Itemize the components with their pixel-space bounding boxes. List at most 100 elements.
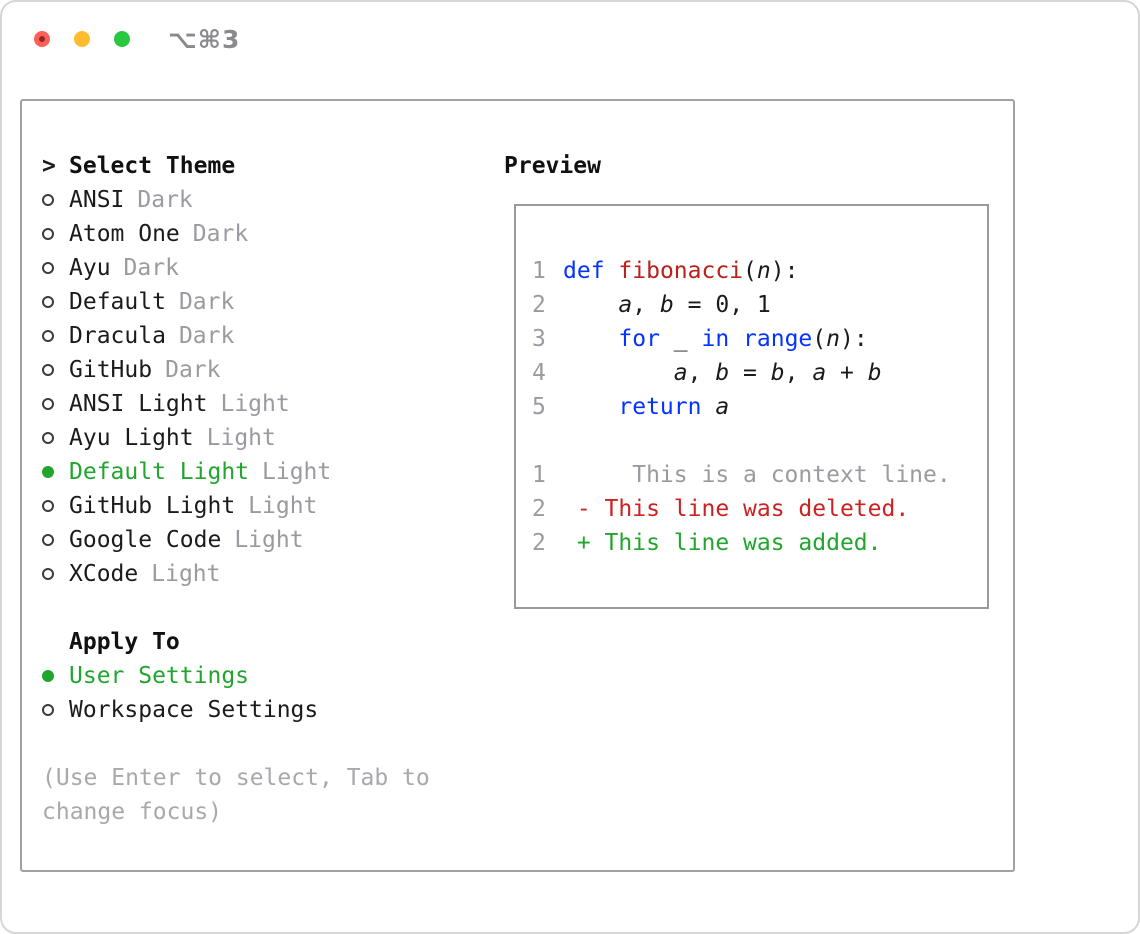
theme-variant: Light bbox=[234, 527, 304, 553]
line-number: 1 bbox=[532, 462, 546, 488]
radio-unselected-icon bbox=[42, 296, 54, 308]
theme-variant: Light bbox=[151, 561, 221, 587]
line-number: 4 bbox=[532, 360, 546, 386]
line-number: 3 bbox=[532, 326, 546, 352]
diff-block: 1 This is a context line.2 - This line w… bbox=[516, 458, 987, 560]
theme-variant: Light bbox=[248, 493, 318, 519]
code-text: a, b = b, a + b bbox=[673, 360, 882, 386]
theme-variant: Dark bbox=[123, 255, 179, 281]
zoom-button[interactable] bbox=[114, 31, 130, 47]
line-number: 2 bbox=[532, 496, 546, 522]
diff-line-added: 2 + This line was added. bbox=[516, 526, 987, 560]
diff-line-context: 1 This is a context line. bbox=[516, 458, 987, 492]
apply-option-user-settings[interactable]: User Settings bbox=[42, 659, 482, 693]
theme-label: Ayu Dark bbox=[69, 251, 179, 285]
theme-item-google-code[interactable]: Google Code Light bbox=[42, 523, 482, 557]
theme-name: Dracula bbox=[69, 323, 166, 349]
radio-unselected-icon bbox=[42, 194, 54, 206]
keyboard-shortcut-label: ⌥⌘3 bbox=[168, 25, 241, 54]
apply-to-header: Apply To bbox=[42, 625, 482, 659]
theme-variant: Light bbox=[262, 459, 332, 485]
theme-item-ayu[interactable]: Ayu Dark bbox=[42, 251, 482, 285]
theme-item-default[interactable]: Default Dark bbox=[42, 285, 482, 319]
preview-title: Preview bbox=[504, 153, 601, 179]
code-line: 2 a, b = 0, 1 bbox=[516, 288, 987, 322]
diff-text: - This line was deleted. bbox=[563, 496, 910, 522]
code-line: 3 for _ in range(n): bbox=[516, 322, 987, 356]
traffic-lights bbox=[34, 31, 130, 47]
theme-item-default-light[interactable]: Default Light Light bbox=[42, 455, 482, 489]
prompt-icon: > bbox=[42, 153, 56, 179]
close-button[interactable] bbox=[34, 31, 50, 47]
radio-selected-icon bbox=[42, 670, 54, 682]
theme-item-ansi[interactable]: ANSI Dark bbox=[42, 183, 482, 217]
select-theme-title: Select Theme bbox=[69, 153, 236, 179]
radio-unselected-icon bbox=[42, 228, 54, 240]
theme-item-ansi-light[interactable]: ANSI Light Light bbox=[42, 387, 482, 421]
theme-variant: Dark bbox=[192, 221, 249, 247]
diff-line-deleted: 2 - This line was deleted. bbox=[516, 492, 987, 526]
theme-name: Google Code bbox=[69, 527, 222, 553]
theme-item-dracula[interactable]: Dracula Dark bbox=[42, 319, 482, 353]
code-text: for _ in range(n): bbox=[618, 326, 868, 352]
theme-label: ANSI Dark bbox=[69, 183, 193, 217]
theme-label: GitHub Dark bbox=[69, 353, 220, 387]
radio-unselected-icon bbox=[42, 568, 54, 580]
theme-label: Atom One Dark bbox=[69, 217, 248, 251]
theme-item-atom-one[interactable]: Atom One Dark bbox=[42, 217, 482, 251]
theme-name: Default bbox=[69, 289, 166, 315]
theme-name: Atom One bbox=[69, 221, 180, 247]
theme-variant: Dark bbox=[178, 323, 235, 349]
theme-variant: Dark bbox=[137, 187, 193, 213]
theme-name: GitHub Light bbox=[69, 493, 236, 519]
select-theme-header: > Select Theme bbox=[42, 149, 482, 183]
radio-unselected-icon bbox=[42, 262, 54, 274]
line-number: 2 bbox=[532, 292, 546, 318]
radio-unselected-icon bbox=[42, 500, 54, 512]
close-dot-icon bbox=[39, 36, 45, 42]
radio-unselected-icon bbox=[42, 534, 54, 546]
theme-name: XCode bbox=[69, 561, 139, 587]
code-line: 4 a, b = b, a + b bbox=[516, 356, 987, 390]
theme-name: Ayu bbox=[69, 255, 111, 281]
theme-variant: Dark bbox=[165, 357, 221, 383]
theme-item-github[interactable]: GitHub Dark bbox=[42, 353, 482, 387]
minimize-button[interactable] bbox=[74, 31, 90, 47]
theme-item-xcode[interactable]: XCode Light bbox=[42, 557, 482, 591]
theme-name: GitHub bbox=[69, 357, 153, 383]
apply-option-workspace-settings[interactable]: Workspace Settings bbox=[42, 693, 482, 727]
apply-to-title: Apply To bbox=[69, 629, 180, 655]
line-number: 2 bbox=[532, 530, 546, 556]
radio-unselected-icon bbox=[42, 364, 54, 376]
theme-name: ANSI Light bbox=[69, 391, 208, 417]
theme-label: Default Light Light bbox=[69, 455, 331, 489]
theme-label: GitHub Light Light bbox=[69, 489, 317, 523]
theme-name: ANSI bbox=[69, 187, 125, 213]
code-text: return a bbox=[618, 394, 730, 420]
line-number: 1 bbox=[532, 258, 546, 284]
apply-option-label: Workspace Settings bbox=[69, 697, 319, 723]
theme-label: Dracula Dark bbox=[69, 319, 234, 353]
radio-unselected-icon bbox=[42, 398, 54, 410]
radio-unselected-icon bbox=[42, 704, 54, 716]
line-number: 5 bbox=[532, 394, 546, 420]
theme-variant: Light bbox=[220, 391, 290, 417]
theme-item-github-light[interactable]: GitHub Light Light bbox=[42, 489, 482, 523]
theme-variant: Dark bbox=[178, 289, 235, 315]
apply-option-label: User Settings bbox=[69, 663, 250, 689]
titlebar: ⌥⌘3 bbox=[2, 2, 1138, 78]
theme-name: Default Light bbox=[69, 459, 250, 485]
radio-unselected-icon bbox=[42, 432, 54, 444]
code-text: a, b = 0, 1 bbox=[618, 292, 771, 318]
diff-text: This is a context line. bbox=[563, 462, 951, 488]
code-text: def fibonacci(n): bbox=[563, 258, 799, 284]
hint-text: (Use Enter to select, Tab to change focu… bbox=[42, 765, 430, 825]
